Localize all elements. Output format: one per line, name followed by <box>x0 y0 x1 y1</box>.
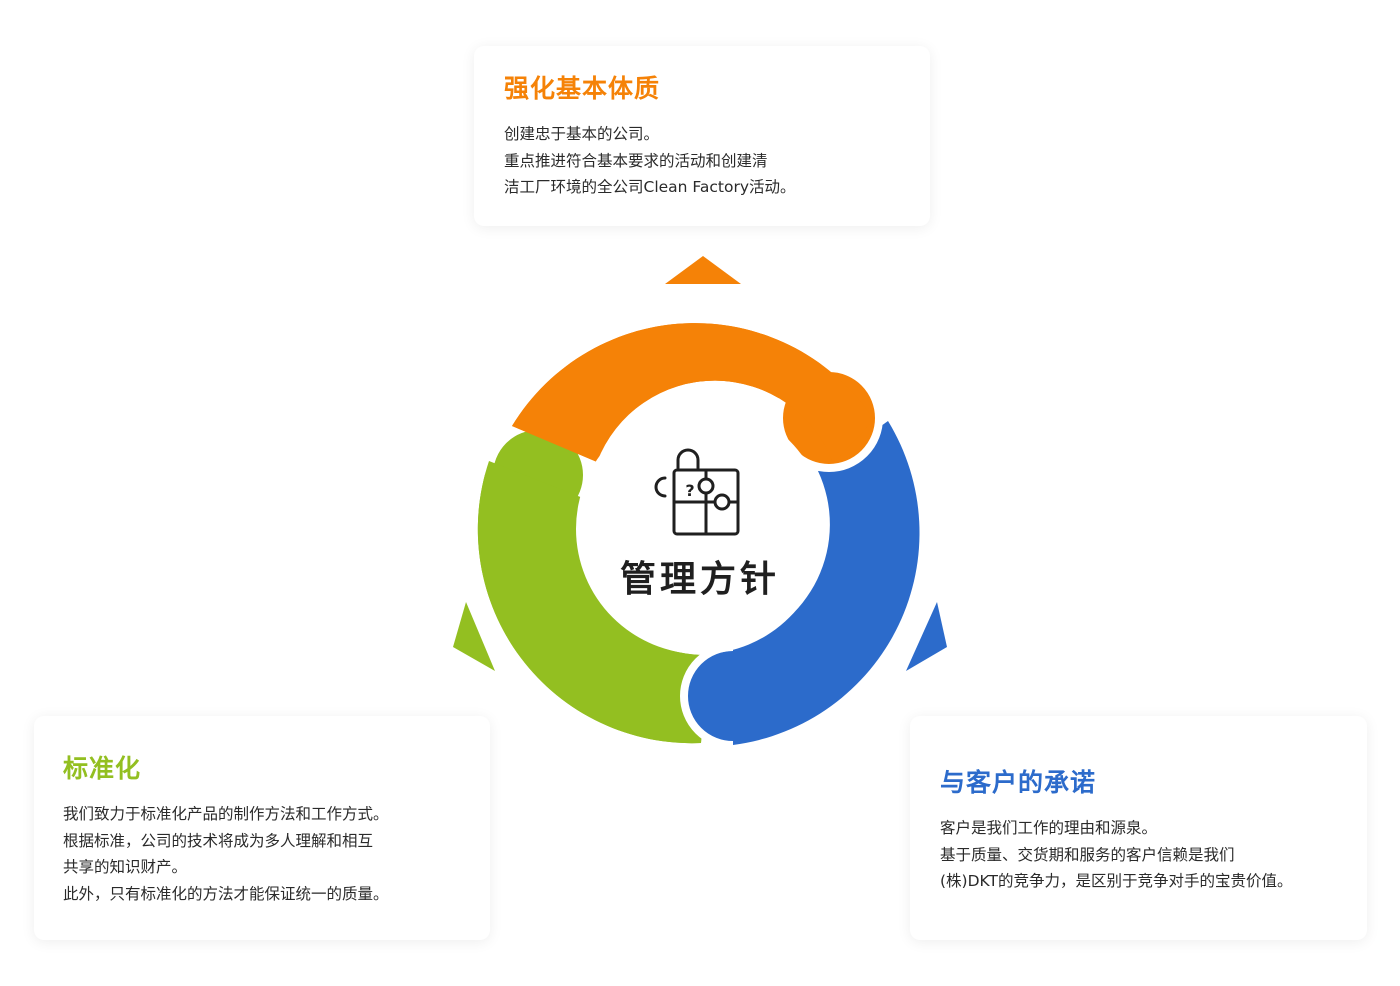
card-title: 与客户的承诺 <box>940 768 1097 797</box>
center-title: 管理方针 <box>619 559 780 600</box>
puzzle-question-icon: ? <box>654 448 740 536</box>
card-line: 共享的知识财产。 <box>63 858 188 876</box>
green-arrow-head <box>453 602 495 671</box>
card-line: 此外，只有标准化的方法才能保证统一的质量。 <box>63 884 389 903</box>
card-line: 创建忠于基本的公司。 <box>504 125 660 143</box>
svg-text:?: ? <box>685 481 694 500</box>
card-line: (株)DKT的竞争力，是区别于竞争对手的宝贵价值。 <box>940 872 1293 890</box>
blue-arrow-head <box>906 602 947 671</box>
card-line: 洁工厂环境的全公司Clean Factory活动。 <box>504 178 796 196</box>
card-body: 客户是我们工作的理由和源泉。 基于质量、交货期和服务的客户信赖是我们 (株)DK… <box>940 815 1367 895</box>
card-customer-promise: 与客户的承诺 客户是我们工作的理由和源泉。 基于质量、交货期和服务的客户信赖是我… <box>910 716 1367 940</box>
card-standardization: 标准化 我们致力于标准化产品的制作方法和工作方式。 根据标准，公司的技术将成为多… <box>34 716 490 940</box>
card-basic-strength: 强化基本体质 创建忠于基本的公司。 重点推进符合基本要求的活动和创建清 洁工厂环… <box>474 46 930 226</box>
card-line: 重点推进符合基本要求的活动和创建清 <box>504 151 768 170</box>
card-body: 我们致力于标准化产品的制作方法和工作方式。 根据标准，公司的技术将成为多人理解和… <box>63 801 490 907</box>
green-segment <box>477 422 707 744</box>
center-disc <box>576 404 826 654</box>
card-line: 根据标准，公司的技术将成为多人理解和相互 <box>63 831 374 850</box>
card-line: 基于质量、交货期和服务的客户信赖是我们 <box>940 845 1235 864</box>
orange-arrow-head <box>665 256 741 284</box>
card-body: 创建忠于基本的公司。 重点推进符合基本要求的活动和创建清 洁工厂环境的全公司Cl… <box>504 121 930 201</box>
orange-segment <box>512 323 883 472</box>
card-title: 标准化 <box>63 754 142 783</box>
card-line: 我们致力于标准化产品的制作方法和工作方式。 <box>63 805 389 823</box>
card-line: 客户是我们工作的理由和源泉。 <box>940 819 1158 837</box>
card-title: 强化基本体质 <box>504 74 661 103</box>
